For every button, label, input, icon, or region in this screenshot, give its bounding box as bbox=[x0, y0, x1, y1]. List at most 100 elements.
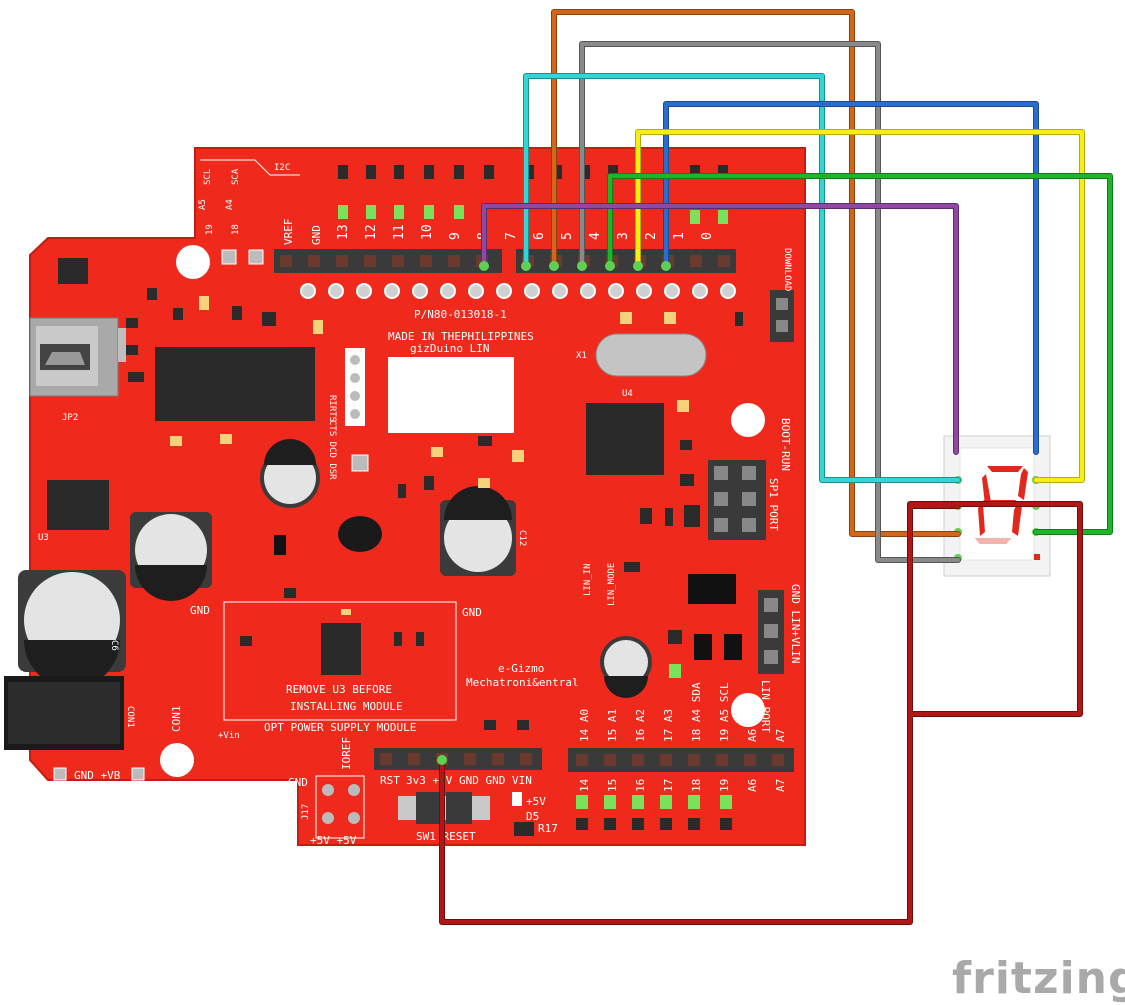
digital-header-left bbox=[274, 249, 502, 273]
vin-label: +Vin bbox=[218, 731, 240, 741]
wires bbox=[437, 9, 1113, 925]
gnd-vb-label: GND +VB bbox=[74, 769, 121, 782]
con1-label: CON1 bbox=[170, 706, 183, 733]
a5-label: A5 bbox=[198, 199, 208, 210]
module-ic bbox=[321, 623, 361, 675]
analog-label: A7 bbox=[774, 779, 787, 792]
download-label: DOWNLOAD bbox=[782, 248, 792, 291]
analog-leds bbox=[576, 795, 732, 830]
pin18-label: 18 bbox=[231, 224, 241, 235]
i2c-label: I2C bbox=[274, 163, 290, 173]
analog-label: A6 bbox=[746, 729, 759, 742]
gnd-lin-label: GND LIN+VLIN bbox=[789, 584, 802, 663]
cts-label: CTS DCD DSR bbox=[327, 420, 337, 480]
analog-label: A7 bbox=[774, 729, 787, 742]
u3-ic bbox=[47, 480, 109, 530]
pin-label: 6 bbox=[532, 232, 547, 240]
board-name: gizDuino LIN bbox=[410, 342, 489, 355]
pad bbox=[221, 249, 237, 265]
decimal-point bbox=[1034, 554, 1040, 560]
pin-label: 11 bbox=[392, 224, 407, 240]
pin-label: 1 bbox=[672, 232, 687, 240]
inductor bbox=[58, 258, 88, 284]
analog-label: 18 bbox=[690, 779, 703, 792]
pin-label: 12 bbox=[364, 224, 379, 240]
analog-label: 19 bbox=[718, 779, 731, 792]
transistor bbox=[338, 516, 382, 552]
scl-label: SCL bbox=[203, 169, 213, 185]
mount-hole bbox=[160, 743, 194, 777]
rst-label: RST bbox=[380, 774, 400, 787]
gnd-label-left: GND bbox=[190, 604, 210, 617]
arduino-board: I2C A5 A4 SCL SCA 19 18 bbox=[4, 147, 806, 847]
j17-label: J17 bbox=[301, 804, 311, 820]
pin-label: 13 bbox=[336, 224, 351, 240]
pad bbox=[53, 767, 67, 781]
analog-label: A6 bbox=[746, 779, 759, 792]
pad-row bbox=[300, 283, 736, 299]
boot-run-label: BOOT-RUN bbox=[779, 418, 792, 471]
part-number: P/N80-013018-1 bbox=[414, 308, 507, 321]
power-header: IOREF RST 3v3 +5V GND GND VIN bbox=[340, 737, 542, 787]
c12-label: C12 bbox=[517, 530, 527, 546]
sca-label: SCA bbox=[231, 168, 241, 185]
main-ic bbox=[155, 347, 315, 421]
analog-label: 19 A5 SCL bbox=[718, 682, 731, 742]
plus5v-label: +5V bbox=[526, 795, 546, 808]
j17-jumper: J17 +5V +5V bbox=[301, 775, 365, 847]
pin-label: 7 bbox=[504, 232, 519, 240]
rirts-label: RIRTS bbox=[327, 395, 337, 422]
analog-label: 16 A2 bbox=[634, 709, 647, 742]
smd-leds bbox=[170, 296, 689, 806]
pin-label: 9 bbox=[448, 232, 463, 240]
pin-label: 5 bbox=[560, 232, 575, 240]
gnd-label-bottom: GND bbox=[288, 776, 308, 789]
analog-label: 14 A0 bbox=[578, 709, 591, 742]
pin-label: 3 bbox=[616, 232, 631, 240]
gnd-label: GND bbox=[310, 225, 323, 245]
mount-hole bbox=[731, 693, 765, 727]
remove-u3-label: REMOVE U3 BEFORE bbox=[286, 683, 392, 696]
plus5v-pair-label: +5V +5V bbox=[310, 834, 357, 847]
label-area bbox=[388, 357, 514, 433]
jp2-label: JP2 bbox=[62, 413, 78, 423]
fritzing-watermark: fritzing bbox=[952, 953, 1125, 1004]
download-header: DOWNLOAD bbox=[770, 248, 794, 342]
pin-label: 0 bbox=[700, 232, 715, 240]
r17-label: R17 bbox=[538, 822, 558, 835]
analog-label: 14 bbox=[578, 778, 591, 792]
d5-label: D5 bbox=[526, 810, 539, 823]
lin-in-label: LIN_IN bbox=[583, 563, 593, 596]
maker-sub-label: Mechatroni&entral bbox=[466, 676, 579, 689]
pin-label: 10 bbox=[420, 224, 435, 240]
power-module-outline: REMOVE U3 BEFORE INSTALLING MODULE OPT P… bbox=[218, 601, 457, 741]
lin-port-label: LIN PORT bbox=[759, 680, 772, 733]
sp1-header: BOOT-RUN SP1 PORT bbox=[708, 418, 792, 540]
maker-label: e-Gizmo bbox=[498, 662, 544, 675]
x1-label: X1 bbox=[576, 351, 587, 361]
analog-header: 14 A0 15 A1 16 A2 17 A3 18 A4 SDA 19 A5 … bbox=[568, 682, 794, 792]
i2c-block: I2C A5 A4 SCL SCA 19 18 bbox=[198, 159, 300, 235]
gnd-label-right: GND bbox=[462, 606, 482, 619]
analog-label: 15 A1 bbox=[606, 709, 619, 742]
analog-label: 17 A3 bbox=[662, 709, 675, 742]
pad bbox=[131, 767, 145, 781]
made-in-label: MADE IN THEPHILIPPINES bbox=[388, 330, 534, 343]
analog-label: 15 bbox=[606, 779, 619, 792]
analog-label: 17 bbox=[662, 779, 675, 792]
digital-header-right bbox=[516, 249, 736, 273]
a4-label: A4 bbox=[225, 199, 235, 210]
power-pins-label: 3v3 +5V GND GND VIN bbox=[406, 774, 532, 787]
serial-header: RIRTS CTS DCD DSR bbox=[327, 348, 369, 480]
vref-label: VREF bbox=[282, 219, 295, 246]
mount-hole bbox=[176, 245, 210, 279]
pin-label: 4 bbox=[588, 232, 603, 240]
analog-label: 16 bbox=[634, 779, 647, 792]
pin19-label: 19 bbox=[205, 224, 215, 235]
u3-label: U3 bbox=[38, 533, 49, 543]
mount-hole bbox=[731, 403, 765, 437]
sp1-port-label: SP1 PORT bbox=[767, 478, 780, 531]
sw-reset-label: SW1 RESET bbox=[416, 830, 476, 843]
con1-small-label: CON1 bbox=[125, 706, 135, 728]
